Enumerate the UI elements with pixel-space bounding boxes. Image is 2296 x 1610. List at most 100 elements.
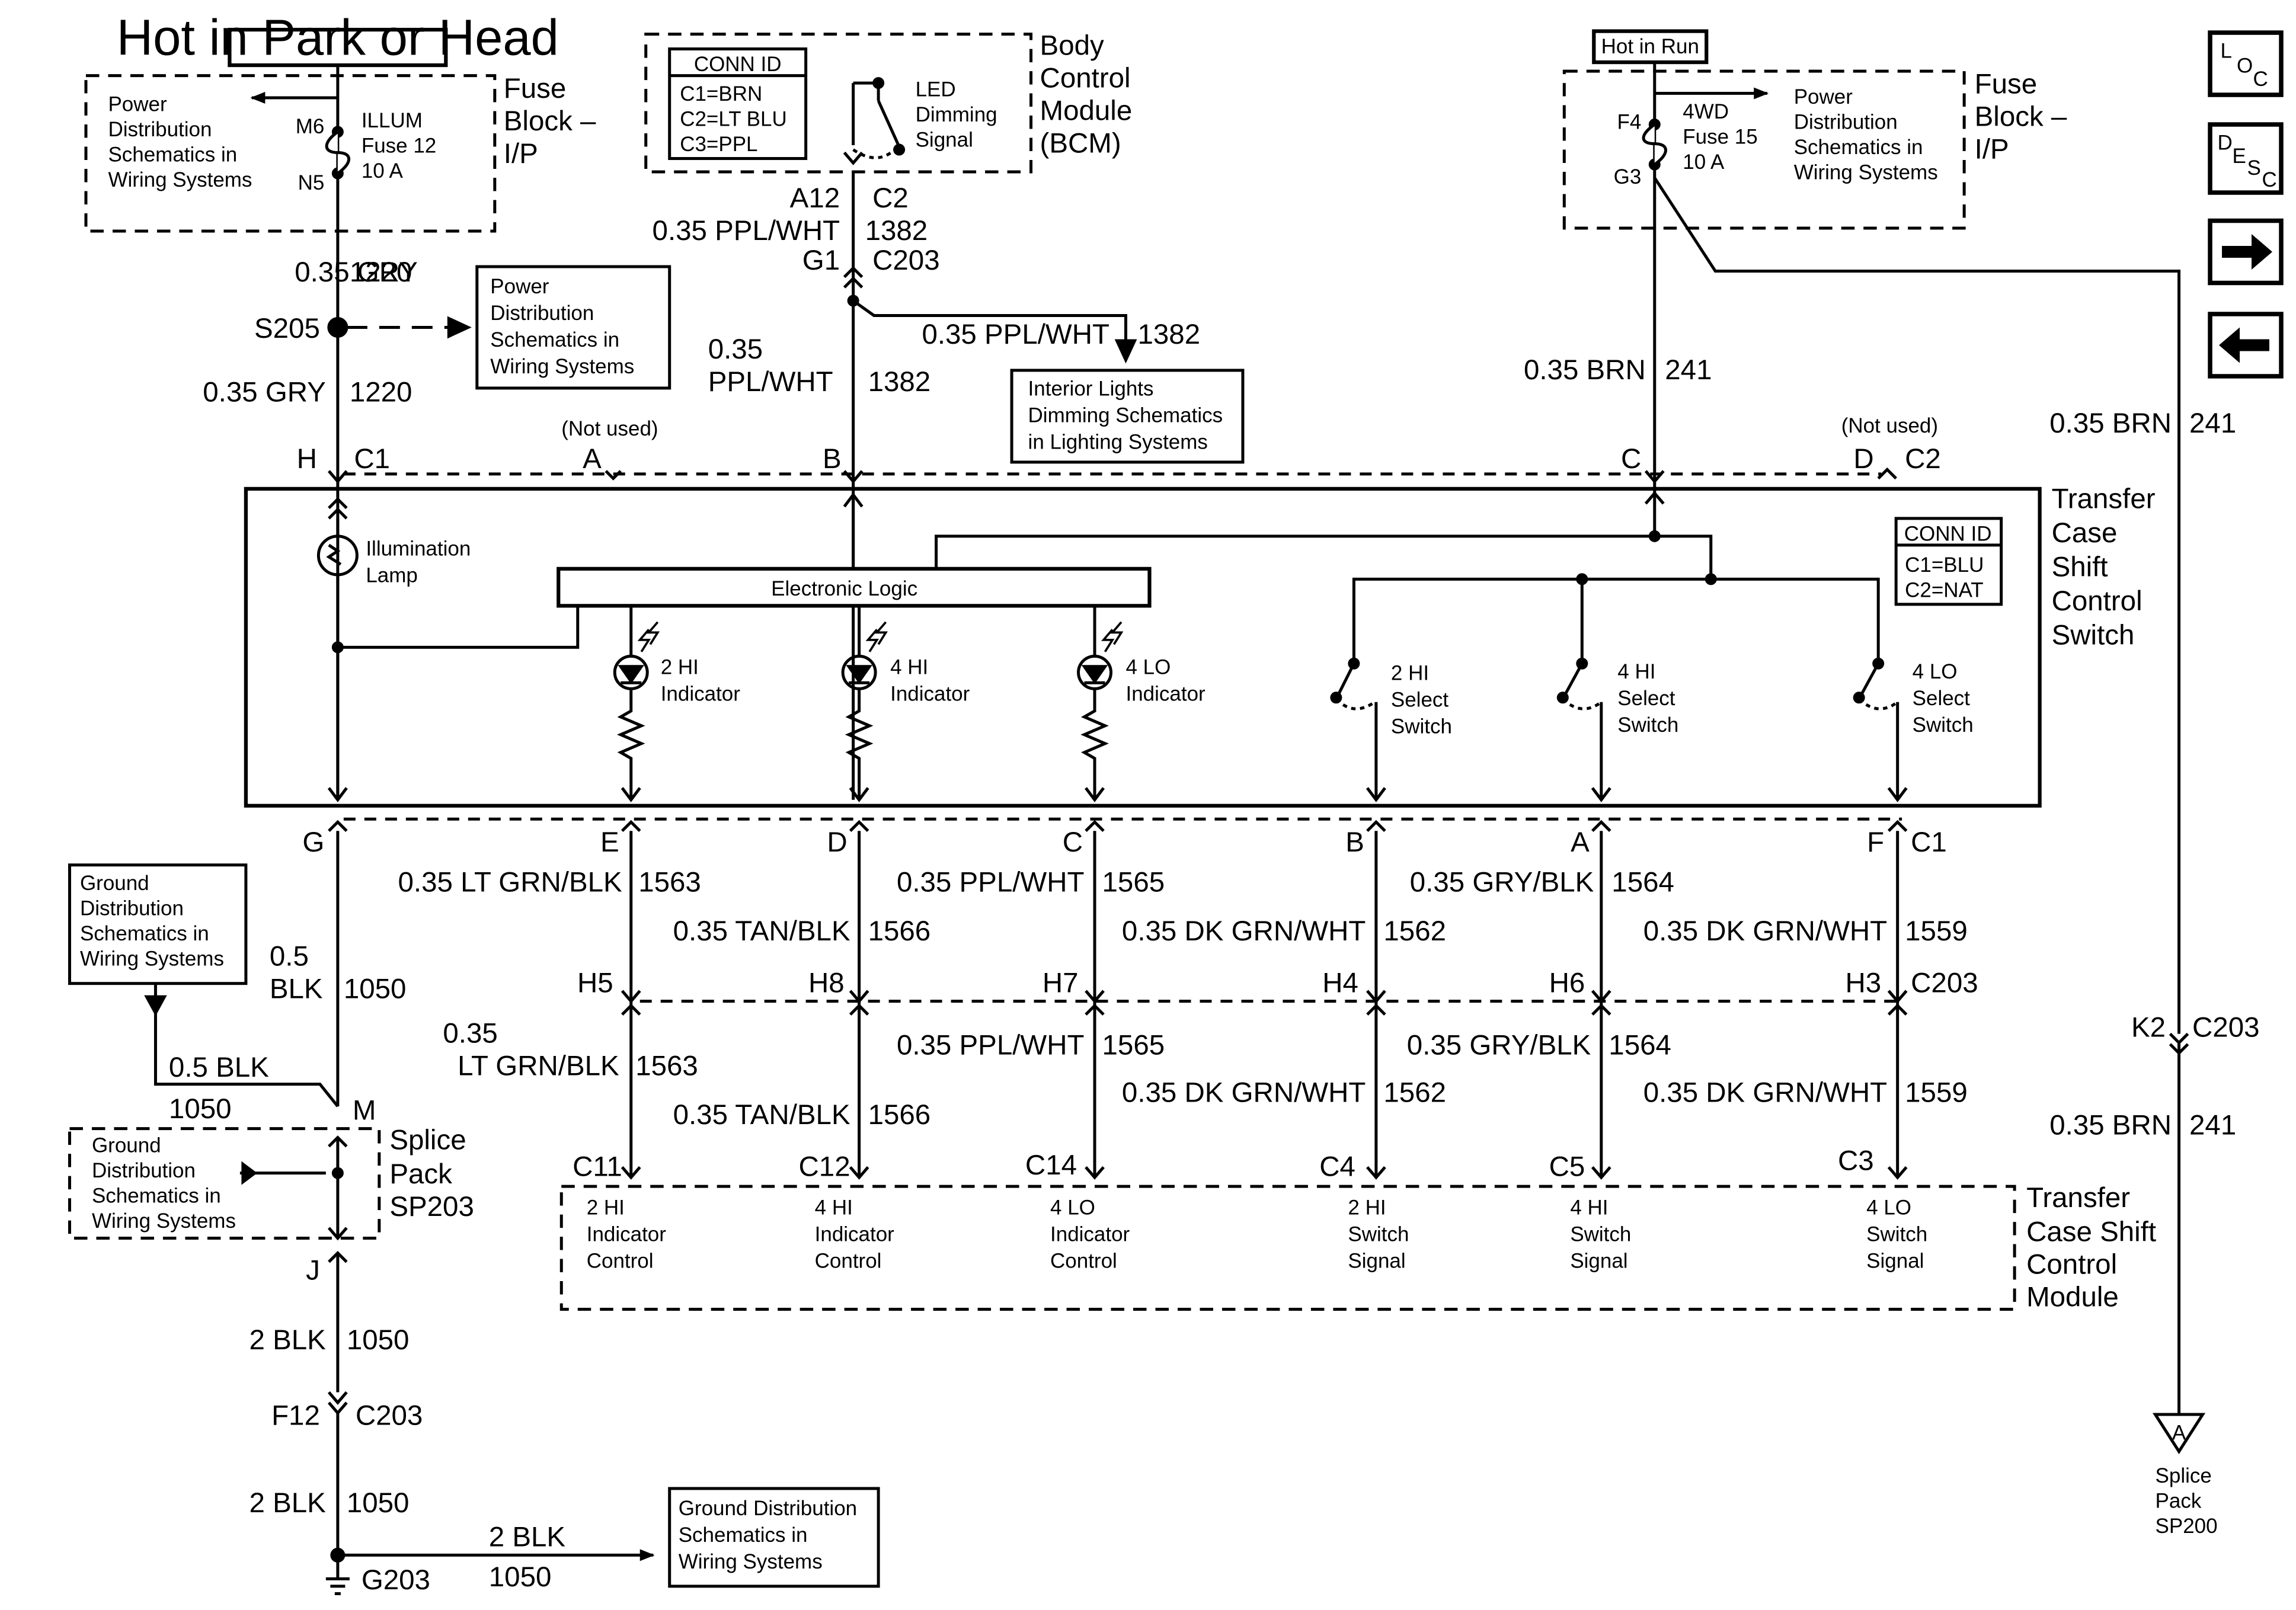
switch-conn-c2: C2 (1905, 443, 1941, 475)
wire-1564-a: 0.35 GRY/BLK (1410, 867, 1594, 898)
gnd-ref-mid-2: Distribution (92, 1159, 196, 1182)
sp200-label-2: Pack (2156, 1489, 2202, 1512)
ind-2hi-2: Indicator (661, 682, 741, 705)
ground-icon (325, 1577, 350, 1595)
mod-t4-1: 2 HI (1348, 1196, 1386, 1219)
module-title-4: Module (2026, 1282, 2119, 1313)
fuse-block-r-title-1: Fuse (1975, 69, 2038, 100)
ind-4hi-1: 4 HI (890, 655, 928, 678)
gnd-ref-top-3: Schematics in (80, 922, 209, 945)
power-dist-ref-r3: Schematics in (1794, 136, 1923, 159)
fuse-block-title-3: I/P (504, 138, 538, 169)
desc-e: E (2233, 145, 2246, 168)
splice-pin-j: J (306, 1255, 320, 1286)
sp200-label-3: SP200 (2156, 1515, 2218, 1538)
gnd-ref-mid-1: Ground (92, 1134, 161, 1157)
power-dist-ref-r1: Power (1794, 85, 1853, 108)
switch-pin-b: B (823, 443, 842, 475)
lamp-label-1: Illumination (366, 537, 471, 560)
mod-t6-3: Signal (1866, 1250, 1924, 1273)
switch-pin-d: D (1853, 443, 1873, 475)
wire-brn-241-b: 0.35 BRN (2049, 1110, 2172, 1141)
wire-1563-a: 0.35 LT GRN/BLK (398, 867, 623, 898)
circuit-1563-a: 1563 (638, 867, 701, 898)
bcm-conn-id-2: C2=LT BLU (680, 108, 787, 131)
fuse-12-icon (325, 126, 350, 180)
back-button[interactable] (2208, 312, 2284, 379)
circuit-1050-branch: 1050 (169, 1093, 232, 1125)
bcm-signal-3: Signal (916, 129, 973, 152)
sp200-label-1: Splice (2156, 1464, 2212, 1487)
power-dist-ref-r2: Distribution (1794, 111, 1898, 134)
transfer-case-shift-switch (244, 467, 2042, 821)
bcm-pin-a12: A12 (790, 183, 840, 214)
splice-pack-sp200 (2152, 1413, 2206, 1455)
wire-ppl-wht-size: 0.35 (708, 334, 763, 365)
switch-pin-a-bot: A (1571, 827, 1590, 858)
sw-4hi-1: 4 HI (1617, 660, 1655, 683)
circuit-1564-b: 1564 (1609, 1030, 1671, 1061)
loc-button[interactable] (2208, 30, 2284, 97)
splice-title-3: SP203 (389, 1191, 474, 1222)
arrow-right-icon (2222, 233, 2273, 270)
mod-t2-3: Control (815, 1250, 882, 1273)
bcm-title-1: Body (1040, 30, 1104, 62)
pin-f4: F4 (1617, 111, 1641, 134)
desc-s: S (2247, 156, 2261, 180)
circuit-1563-b: 1563 (635, 1051, 698, 1082)
sw-4hi-3: Switch (1617, 713, 1678, 737)
arrow-left-icon (2219, 327, 2270, 363)
switch-pin-b-bot: B (1345, 827, 1364, 858)
module-pin-c3: C3 (1838, 1145, 1874, 1177)
electronic-logic-label: Electronic Logic (771, 577, 917, 600)
bcm-signal-2: Dimming (916, 103, 997, 126)
forward-button[interactable] (2208, 218, 2284, 286)
power-dist-ref-r4: Wiring Systems (1794, 161, 1938, 184)
wire-1565-b: 0.35 PPL/WHT (897, 1030, 1085, 1061)
wire-05-blk-branch: 0.5 BLK (169, 1052, 269, 1083)
dimming-ref-2: Dimming Schematics (1028, 404, 1223, 427)
c203-pin-f12: F12 (271, 1400, 320, 1431)
module-pin-c14: C14 (1025, 1150, 1077, 1181)
fuse-15-name: 4WD (1683, 100, 1729, 123)
mod-t2-2: Indicator (815, 1223, 895, 1246)
internal-wiring (316, 491, 1880, 800)
desc-d: D (2218, 132, 2233, 155)
circuit-1382-dim: 1382 (1138, 319, 1201, 350)
fuse-12-name: ILLUM (362, 109, 423, 132)
switch-title-1: Transfer (2052, 483, 2156, 514)
signal-wires (621, 831, 1908, 1180)
fuse-12-number: Fuse 12 (362, 135, 436, 158)
connector-c203-g1 (843, 265, 864, 289)
wire-1566-a: 0.35 TAN/BLK (673, 916, 850, 947)
ind-4lo-2: Indicator (1126, 682, 1206, 705)
bcm-title-2: Control (1040, 63, 1131, 94)
dimming-ref-1: Interior Lights (1028, 377, 1154, 400)
bcm-conn-id-title: CONN ID (694, 53, 782, 76)
mod-t2-1: 4 HI (815, 1196, 853, 1219)
mod-t5-3: Signal (1570, 1250, 1627, 1273)
switch-pin-e: E (600, 827, 619, 858)
gnd-ref-top-4: Wiring Systems (80, 948, 224, 971)
mod-t5-2: Switch (1570, 1223, 1631, 1246)
transfer-case-shift-control-module (559, 1185, 2016, 1311)
c203-pin-h3: H3 (1845, 968, 1881, 999)
c203-label-bottom: C203 (356, 1400, 423, 1431)
switch-bottom-pins (327, 787, 1908, 833)
bcm-conn-id-3: C3=PPL (680, 133, 757, 156)
pin-g3: G3 (1614, 165, 1642, 188)
circuit-1050-b: 1050 (347, 1324, 410, 1356)
wire-ppl-wht-bcm: 0.35 PPL/WHT (653, 215, 840, 247)
sw-2hi-1: 2 HI (1391, 661, 1429, 684)
splice-s205 (327, 265, 671, 390)
wire-gry-1: 0.35 GRY (295, 257, 418, 288)
desc-button[interactable] (2208, 122, 2284, 195)
fuse-block-r-title-2: Block – (1975, 101, 2067, 133)
switch-title-4: Control (2052, 585, 2142, 617)
gnd-ref-mid-4: Wiring Systems (92, 1209, 236, 1233)
ind-4hi-2: Indicator (890, 682, 970, 705)
wire-1559-a: 0.35 DK GRN/WHT (1643, 916, 1887, 947)
fuse-15-number: Fuse 15 (1683, 126, 1757, 149)
dimming-branch (847, 295, 1245, 464)
splice-title-2: Pack (389, 1158, 452, 1190)
